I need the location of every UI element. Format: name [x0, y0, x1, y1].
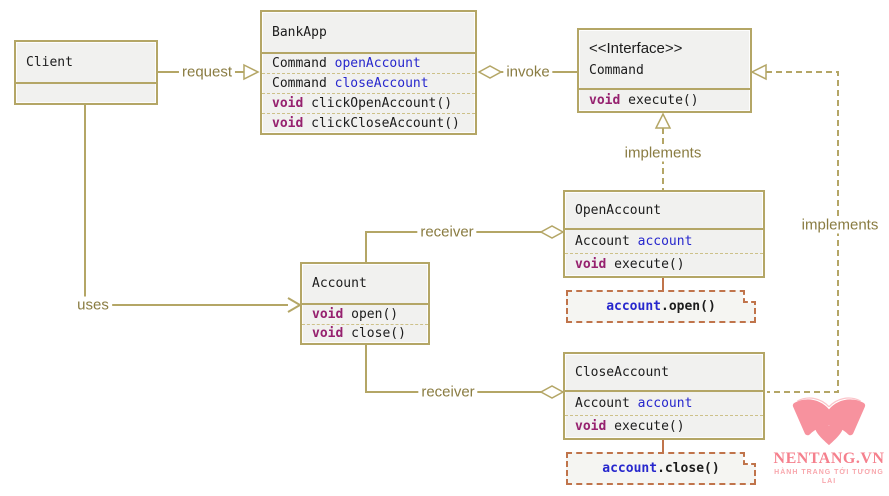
class-client: Client — [14, 40, 158, 105]
member-row: void clickOpenAccount() — [262, 93, 475, 113]
note-fold-corner-icon — [743, 290, 756, 303]
watermark-logo: NENTANG.VN HÀNH TRANG TỚI TƯƠNG LAI — [770, 396, 888, 486]
member-type: Command — [272, 56, 327, 71]
uses-open-arrowhead — [287, 297, 302, 313]
member-signature: execute() — [614, 257, 685, 273]
class-name: BankApp — [272, 24, 327, 40]
book-heart-icon — [792, 397, 866, 446]
member-name: account — [637, 395, 693, 411]
member-keyword: void — [575, 419, 607, 435]
class-account-header: Account — [302, 264, 428, 303]
edge-label-implements-open: implements — [621, 144, 705, 162]
receiver-open-diamond — [539, 225, 565, 239]
member-keyword: void — [312, 306, 344, 322]
member-signature: close() — [351, 326, 406, 342]
member-signature: execute() — [628, 93, 699, 108]
member-signature: clickCloseAccount() — [311, 116, 460, 131]
receiver-close-edge — [365, 345, 541, 393]
member-row: Account account — [565, 392, 763, 415]
note-call: .close() — [657, 461, 720, 476]
receiver-open-edge — [365, 231, 541, 262]
member-row: void clickCloseAccount() — [262, 113, 475, 133]
note-call: .open() — [661, 299, 716, 314]
uses-edge — [84, 105, 288, 306]
member-signature: clickOpenAccount() — [311, 96, 453, 111]
class-closeaccount-header: CloseAccount — [565, 354, 763, 390]
edge-label-receiver-close: receiver — [418, 383, 478, 401]
edge-label-invoke: invoke — [503, 63, 553, 81]
edge-label-request: request — [178, 63, 236, 81]
receiver-close-diamond — [539, 385, 565, 399]
request-open-triangle-arrowhead — [243, 63, 260, 81]
class-bankapp-members: Command openAccount Command closeAccount… — [262, 52, 475, 133]
member-type: Account — [575, 395, 630, 411]
watermark-title: NENTANG.VN — [773, 450, 885, 467]
class-name: CloseAccount — [575, 364, 669, 380]
member-row: Command closeAccount — [262, 73, 475, 93]
interface-stereotype: <<Interface>> — [589, 40, 683, 57]
implements-close-triangle-arrowhead — [750, 63, 767, 81]
member-row: Account account — [565, 230, 763, 253]
class-client-members-empty — [16, 82, 156, 103]
note-account-close: account.close() — [566, 452, 756, 485]
class-name: Account — [312, 276, 367, 291]
class-bankapp: BankApp Command openAccount Command clos… — [260, 10, 477, 135]
member-name: account — [637, 233, 693, 249]
class-name: Command — [589, 63, 644, 78]
interface-command-members: void execute() — [579, 88, 750, 111]
member-keyword: void — [312, 326, 344, 342]
member-row: void open() — [302, 305, 428, 324]
member-signature: execute() — [614, 419, 685, 435]
member-type: Account — [575, 233, 630, 249]
edge-label-receiver-open: receiver — [417, 223, 477, 241]
class-name: OpenAccount — [575, 202, 662, 218]
class-client-header: Client — [16, 42, 156, 82]
edge-label-implements-close: implements — [798, 216, 882, 234]
member-keyword: void — [575, 257, 607, 273]
class-account-members: void open() void close() — [302, 303, 428, 343]
class-name: Client — [26, 54, 73, 70]
note-fold-corner-icon — [743, 452, 756, 465]
invoke-diamond — [477, 65, 503, 79]
class-openaccount: OpenAccount Account account void execute… — [563, 190, 765, 278]
member-signature: open() — [351, 306, 399, 322]
member-name: openAccount — [334, 56, 421, 71]
member-row: void close() — [302, 323, 428, 344]
member-keyword: void — [272, 96, 304, 111]
class-openaccount-members: Account account void execute() — [565, 228, 763, 276]
member-keyword: void — [272, 116, 304, 131]
class-closeaccount: CloseAccount Account account void execut… — [563, 352, 765, 440]
class-openaccount-header: OpenAccount — [565, 192, 763, 228]
member-row: void execute() — [565, 414, 763, 439]
member-keyword: void — [589, 93, 621, 108]
note-target: account — [602, 461, 658, 476]
interface-command-header: <<Interface>> Command — [579, 30, 750, 88]
member-type: Command — [272, 76, 327, 91]
class-closeaccount-members: Account account void execute() — [565, 390, 763, 438]
implements-open-triangle-arrowhead — [654, 112, 672, 129]
watermark-subtitle: HÀNH TRANG TỚI TƯƠNG LAI — [774, 469, 884, 485]
edge-label-uses: uses — [74, 296, 112, 314]
member-row: void execute() — [579, 90, 750, 111]
member-row: void execute() — [565, 252, 763, 277]
note-target: account — [606, 299, 661, 314]
note-account-open: account.open() — [566, 290, 756, 323]
interface-command: <<Interface>> Command void execute() — [577, 28, 752, 113]
member-row: Command openAccount — [262, 54, 475, 73]
member-name: closeAccount — [334, 76, 429, 91]
class-bankapp-header: BankApp — [262, 12, 475, 52]
class-account: Account void open() void close() — [300, 262, 430, 345]
